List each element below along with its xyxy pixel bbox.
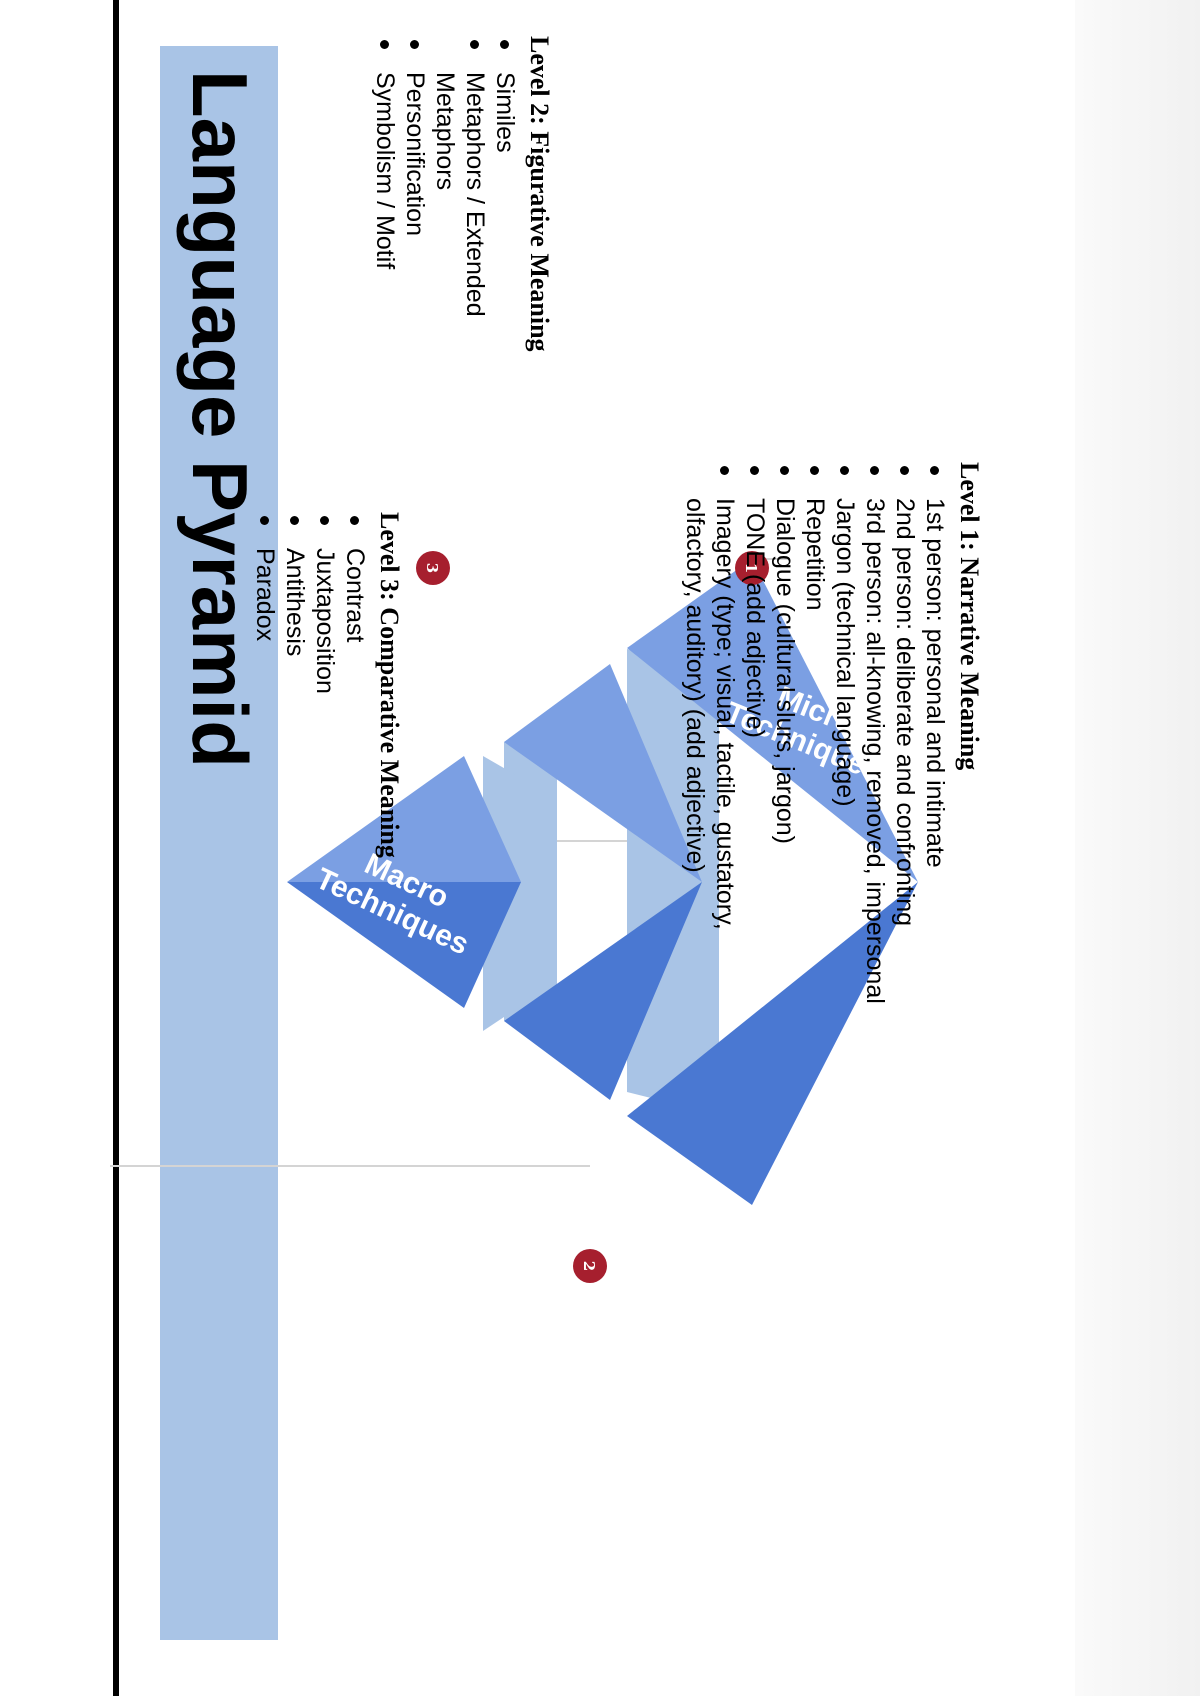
level-1-list: 1st person: personal and intimate 2nd pe… xyxy=(680,462,950,1022)
level-2-heading: Level 2: Figurative Meaning xyxy=(525,36,554,352)
page-edge xyxy=(113,0,119,1696)
callout-number-2: 2 xyxy=(580,1261,598,1271)
list-item: Repetition xyxy=(800,462,830,1022)
level-1-block: Level 1: Narrative Meaning 1st person: p… xyxy=(680,462,985,1162)
list-item: Metaphors / Extended Metaphors xyxy=(430,36,490,326)
level-2-list: Similes Metaphors / Extended Metaphors P… xyxy=(370,36,520,326)
list-item: Paradox xyxy=(250,512,280,952)
list-item: Antithesis xyxy=(280,512,310,952)
tier-middle-dark xyxy=(504,882,702,1100)
tier-middle-gap xyxy=(504,742,557,1021)
list-item: 1st person: personal and intimate xyxy=(920,462,950,1022)
callout-number-3: 3 xyxy=(423,563,441,573)
list-item: Similes xyxy=(490,36,520,326)
list-item: Dialogue (cultural slurs, jargon) xyxy=(770,462,800,1022)
list-item: Personification xyxy=(400,36,430,326)
level-3-list: Contrast Juxtaposition Antithesis Parado… xyxy=(250,512,370,952)
list-item: Juxtaposition xyxy=(310,512,340,952)
list-item: Symbolism / Motif xyxy=(370,36,400,326)
list-item: Contrast xyxy=(340,512,370,952)
list-item: Jargon (technical language) xyxy=(830,462,860,1022)
list-item: 3rd person: all-knowing, removed, impers… xyxy=(860,462,890,1022)
tier-middle-light xyxy=(504,664,702,882)
list-item: Imagery (type; visual, tactile, gustator… xyxy=(680,462,740,1022)
callout-badge-2 xyxy=(573,1249,607,1283)
level-2-block: Level 2: Figurative Meaning Similes Meta… xyxy=(370,36,555,576)
level-3-heading: Level 3: Comparative Meaning xyxy=(375,512,404,858)
callout-badge-3 xyxy=(416,551,450,585)
page-shadow xyxy=(1075,0,1200,1696)
list-item: 2nd person: deliberate and confronting xyxy=(890,462,920,1022)
level-3-block: Level 3: Comparative Meaning Contrast Ju… xyxy=(250,512,405,952)
list-item: TONE (add adjective) xyxy=(740,462,770,1022)
level-1-heading: Level 1: Narrative Meaning xyxy=(955,462,984,771)
